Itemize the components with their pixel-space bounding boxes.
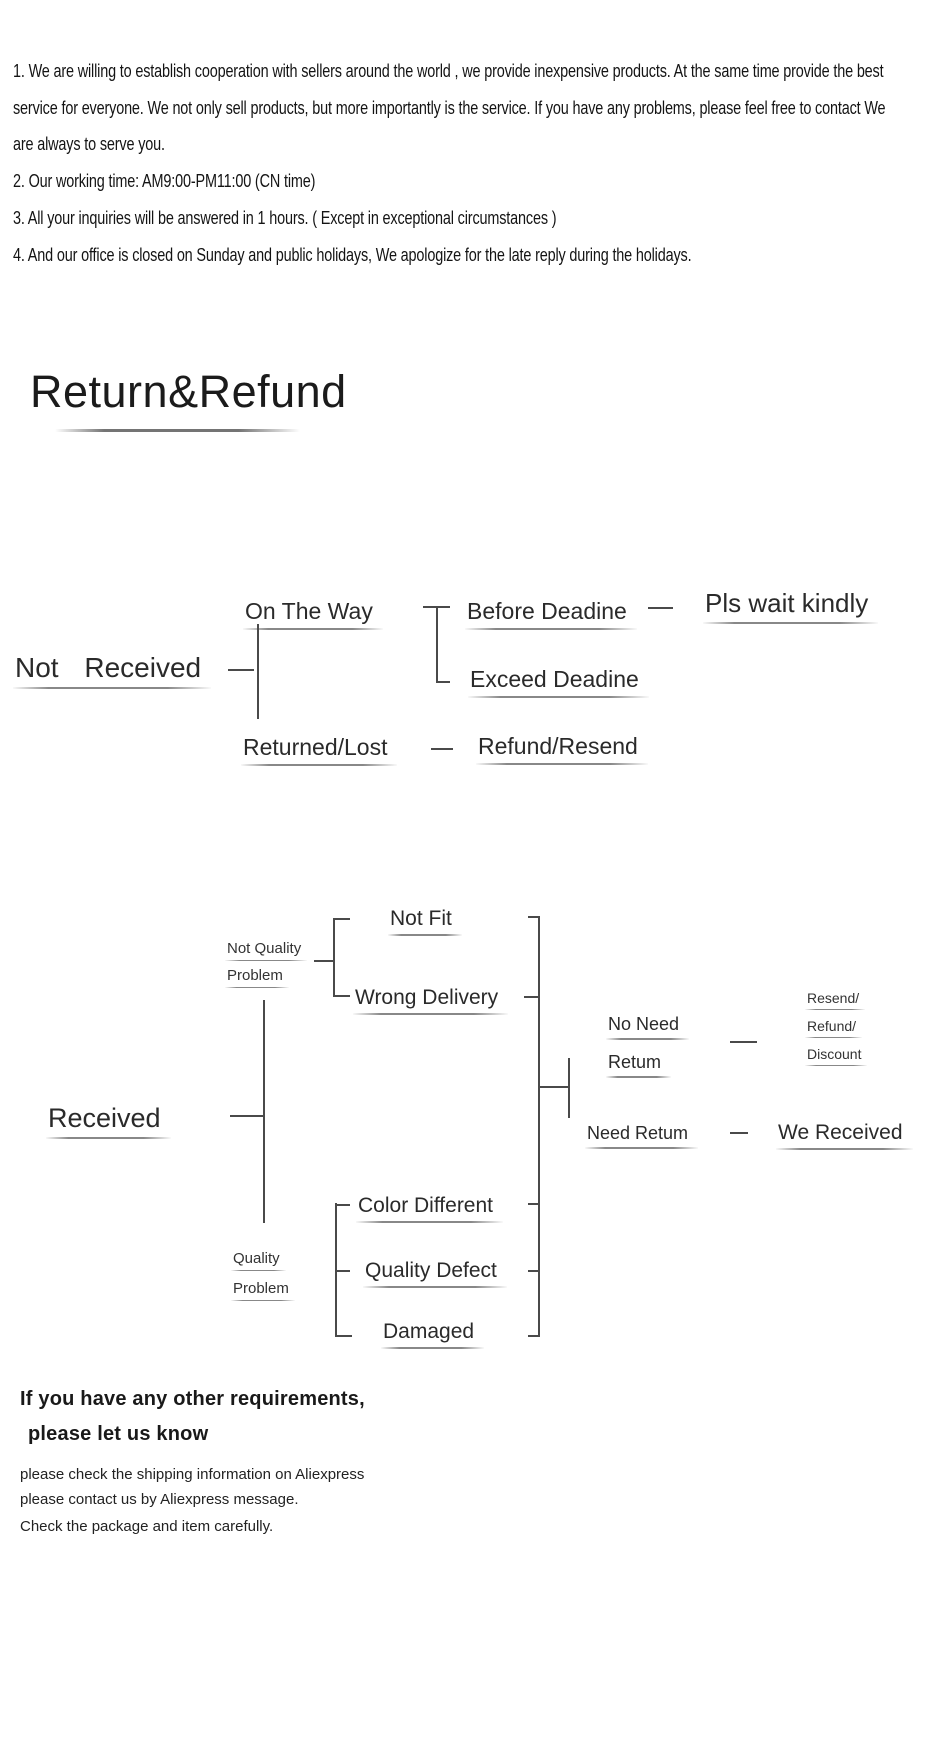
connector-line [528, 916, 540, 918]
node-exceed-deadline: Exceed Deadine [468, 666, 649, 698]
intro-line: service for everyone. We not only sell p… [13, 96, 886, 118]
intro-line: are always to serve you. [13, 133, 165, 155]
intro-paragraph: 1. We are willing to establish cooperati… [13, 53, 933, 273]
connector-line [257, 624, 259, 719]
connector-bracket [538, 916, 540, 1337]
title-underline [55, 429, 300, 432]
node-we-received: We Received [776, 1121, 912, 1150]
connector-line [528, 1203, 538, 1205]
connector-line [333, 995, 350, 997]
node-wrong-delivery: Wrong Delivery [352, 986, 509, 1015]
node-not-quality-problem: Problem [225, 967, 289, 988]
node-outcome-refund: Refund/ [804, 1018, 863, 1038]
node-on-the-way: On The Way [243, 598, 383, 630]
node-damaged: Damaged [380, 1320, 485, 1349]
node-quality-problem: Problem [231, 1280, 295, 1301]
connector-line [263, 1000, 265, 1223]
node-no-need-return: No Need [605, 1014, 690, 1040]
connector-line [528, 1270, 538, 1272]
connector-line [538, 1086, 568, 1088]
node-refund-resend: Refund/Resend [476, 733, 648, 765]
connector-line [314, 960, 333, 962]
page-title: Return&Refund [30, 366, 347, 417]
node-not-quality-problem: Not Quality [224, 940, 308, 961]
connector-line [228, 669, 254, 671]
node-pls-wait-kindly: Pls wait kindly [702, 588, 879, 624]
node-before-deadline: Before Deadine [465, 598, 637, 630]
node-no-need-return: Retum [605, 1052, 672, 1078]
connector-line [431, 748, 453, 750]
connector-line [335, 1270, 350, 1272]
footer-heading: If you have any other requirements, [20, 1388, 365, 1410]
footer-note: Check the package and item carefully. [20, 1518, 274, 1535]
node-returned-lost: Returned/Lost [240, 734, 399, 766]
connector-line [730, 1041, 757, 1043]
connector-line [568, 1058, 570, 1118]
intro-line: 1. We are willing to establish cooperati… [13, 60, 884, 81]
connector-line [335, 1335, 352, 1337]
connector-line [335, 1204, 350, 1206]
connector-line [333, 918, 350, 920]
node-quality-problem: Quality [231, 1250, 286, 1271]
connector-line [436, 681, 450, 683]
connector-line [524, 996, 538, 998]
node-received: Received [46, 1103, 171, 1139]
connector-line [730, 1132, 748, 1134]
footer-heading: please let us know [28, 1423, 209, 1445]
node-outcome-resend: Resend/ [804, 990, 866, 1010]
node-not-fit: Not Fit [388, 907, 462, 936]
node-quality-defect: Quality Defect [363, 1259, 507, 1288]
intro-line: 3. All your inquiries will be answered i… [13, 206, 557, 228]
intro-line: 2. Our working time: AM9:00-PM11:00 (CN … [13, 170, 316, 192]
node-not-received: Not Received [12, 652, 212, 689]
connector-line [528, 1335, 540, 1337]
connector-line [436, 606, 438, 683]
connector-line [333, 918, 335, 997]
node-need-return: Need Retum [584, 1123, 699, 1149]
connector-line [648, 607, 673, 609]
footer-note: please check the shipping information on… [20, 1466, 365, 1483]
footer-note: please contact us by Aliexpress message. [20, 1491, 299, 1508]
node-outcome-discount: Discount [804, 1046, 868, 1066]
connector-line [230, 1115, 263, 1117]
intro-line: 4. And our office is closed on Sunday an… [13, 243, 692, 265]
node-color-different: Color Different [355, 1194, 504, 1223]
